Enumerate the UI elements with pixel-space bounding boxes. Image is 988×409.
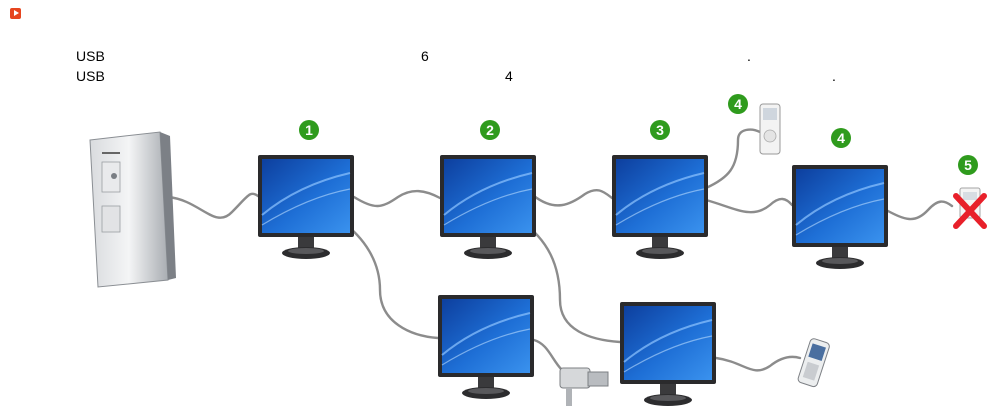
cable-m2-m6 [518,218,622,344]
badge-1-number: 1 [305,122,313,138]
monitor-icon [791,164,889,270]
cable-pc-m1 [166,192,260,219]
badge-3-number: 3 [656,122,664,138]
desktop-pc-icon [89,131,176,288]
badge-4a-number: 4 [734,96,742,112]
cable-m3-mp3 [704,128,762,190]
badge-1: 1 [299,120,319,140]
cable-m3-m4 [704,197,794,214]
mobile-phone-icon [797,338,830,388]
badge-3: 3 [650,120,670,140]
cable-m6-phone [714,355,802,372]
camcorder-icon [559,367,609,406]
cable-m1-m5 [338,218,440,340]
badge-4a: 4 [728,94,748,114]
monitor-icon [619,301,717,407]
monitor-icon [437,294,535,400]
badge-5-number: 5 [964,157,972,173]
badge-2-number: 2 [486,122,494,138]
cable-m5-cam [532,338,564,372]
play-bullet-icon [10,8,21,19]
badge-5: 5 [958,155,978,175]
badge-4b-number: 4 [837,130,845,146]
line2-end: . [832,68,836,84]
cable-m1-m2 [352,189,442,208]
line1-number: 6 [421,48,429,64]
not-allowed-cross-icon [953,193,987,229]
monitor-icon [439,154,537,260]
badge-4b: 4 [831,128,851,148]
line2-word: USB [76,68,105,84]
line1-end: . [747,48,751,64]
line1-word: USB [76,48,105,64]
line2-number: 4 [505,68,513,84]
badge-2: 2 [480,120,500,140]
cable-m2-m3 [532,188,614,207]
monitor-icon [257,154,355,260]
cable-m4-end [884,200,954,221]
mp3-player-icon [759,103,781,155]
monitor-icon [611,154,709,260]
